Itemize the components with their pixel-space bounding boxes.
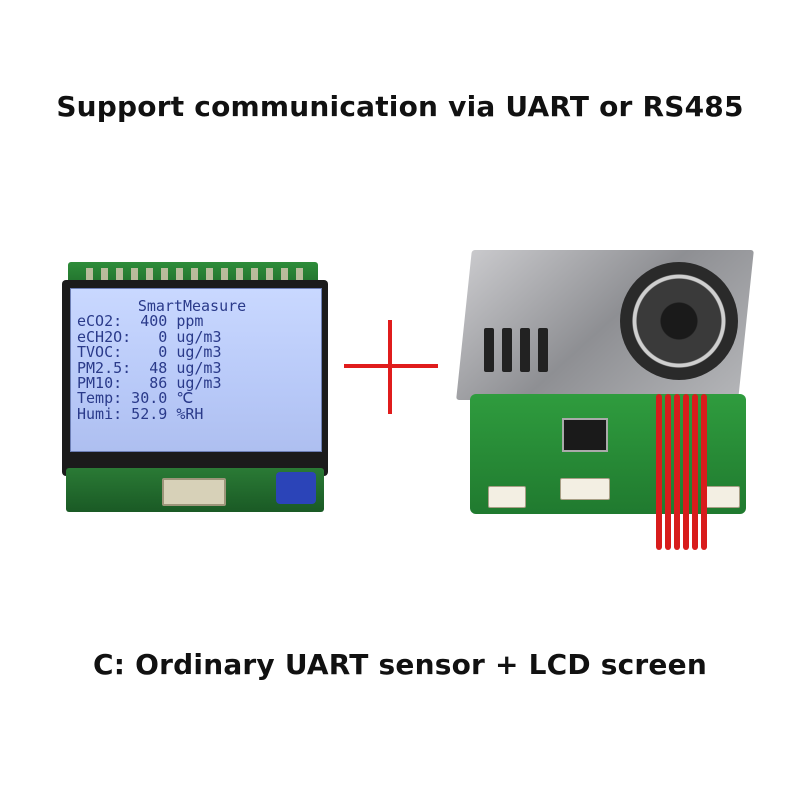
red-wire [665, 394, 671, 550]
vent-slot [502, 328, 512, 372]
vent-slot [484, 328, 494, 372]
lcd-row: Humi: 52.9 %RH [77, 404, 204, 423]
lcd-connector [162, 478, 226, 506]
red-wire [701, 394, 707, 550]
vent-slot [520, 328, 530, 372]
jst-connector [704, 486, 740, 508]
red-wire [692, 394, 698, 550]
pin-header [86, 268, 306, 280]
red-wire [683, 394, 689, 550]
sensor-module-image [456, 244, 760, 554]
lcd-row: TVOC: 0 ug/m3 [77, 343, 222, 362]
lcd-row: Temp: 30.0 ℃ [77, 389, 194, 408]
lcd-title: SmartMeasure [137, 297, 247, 315]
vent-slot [538, 328, 548, 372]
lcd-row: eCH2O: 0 ug/m3 [77, 327, 222, 346]
lcd-row: PM2.5: 48 ug/m3 [77, 358, 222, 377]
headline: Support communication via UART or RS485 [56, 90, 744, 123]
chip [562, 418, 608, 452]
jst-connector [488, 486, 526, 508]
fan-icon [620, 262, 738, 380]
sensor-pcb [470, 394, 746, 514]
red-wire [656, 394, 662, 550]
red-wire [674, 394, 680, 550]
lcd-row: PM10: 86 ug/m3 [77, 374, 222, 393]
jst-connector [560, 478, 610, 500]
lcd-pcb-bottom [66, 468, 324, 512]
lcd-blue-connector [276, 472, 316, 504]
caption: C: Ordinary UART sensor + LCD screen [93, 648, 707, 681]
lcd-row: eCO2: 400 ppm [77, 312, 204, 331]
plus-icon-vertical [388, 320, 392, 414]
